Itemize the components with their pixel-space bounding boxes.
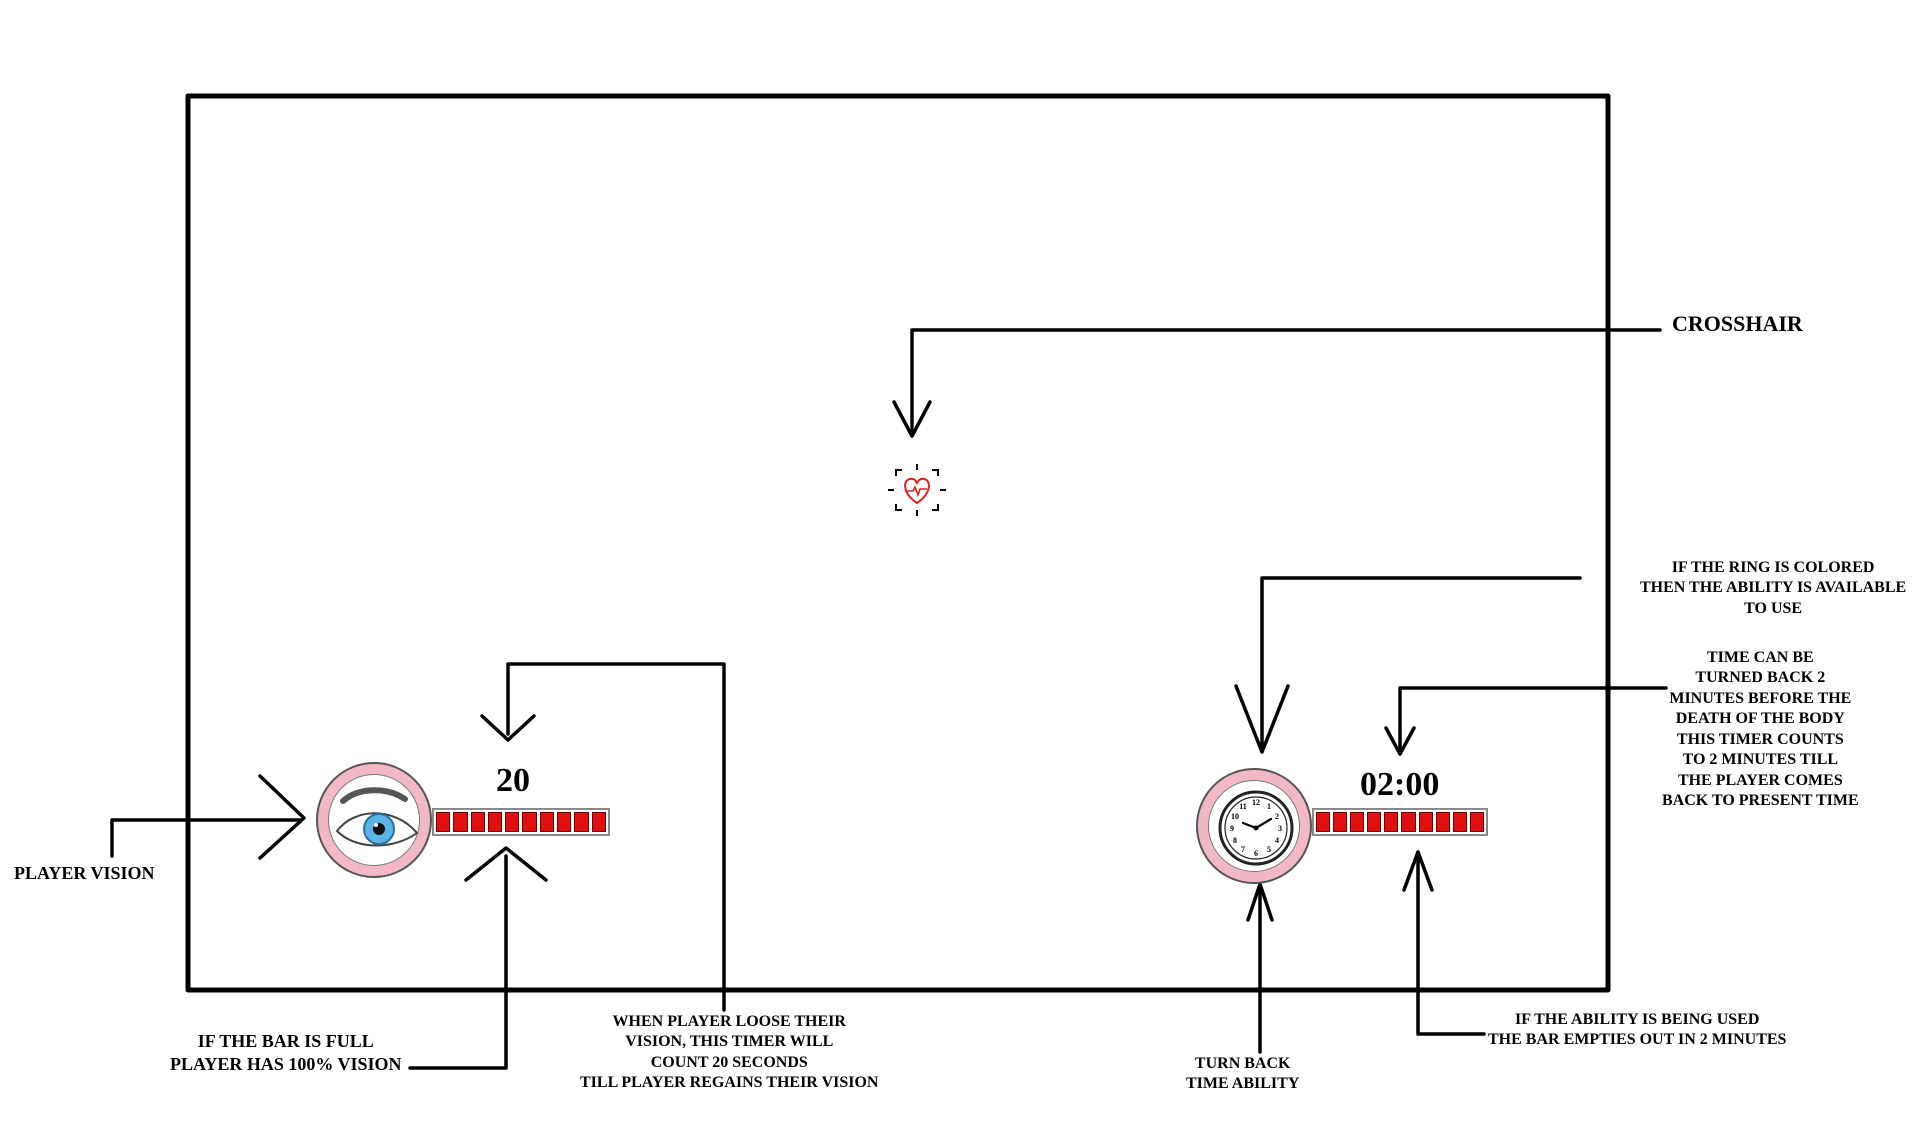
svg-text:9: 9 <box>1230 824 1234 833</box>
ability-used-label: IF THE ABILITY IS BEING USED THE BAR EMP… <box>1488 1011 1787 1049</box>
bar-segment <box>1435 812 1450 832</box>
svg-text:2: 2 <box>1275 812 1279 821</box>
bar-full-label: IF THE BAR IS FULL PLAYER HAS 100% VISIO… <box>170 1031 402 1075</box>
svg-text:1: 1 <box>1267 802 1271 811</box>
player-vision-label: PLAYER VISION <box>14 863 155 883</box>
bar-segment <box>522 812 537 832</box>
turn-back-arrowhead <box>1246 882 1274 922</box>
bar-segment <box>1350 812 1365 832</box>
turn-back-label: TURN BACK TIME ABILITY <box>1186 1055 1300 1093</box>
ability-used-arrowhead <box>1402 850 1434 892</box>
ring-colored-label: IF THE RING IS COLORED THEN THE ABILITY … <box>1640 559 1907 617</box>
bar-segment <box>1469 812 1484 832</box>
svg-text:5: 5 <box>1267 845 1271 854</box>
bar-segment <box>557 812 572 832</box>
player-vision-arrowhead <box>258 774 306 860</box>
vision-timer-leader <box>506 662 726 1012</box>
vision-bar <box>432 808 610 836</box>
time-back-arrowhead <box>1384 726 1416 756</box>
bar-segment <box>1401 812 1416 832</box>
bar-segment <box>505 812 520 832</box>
bar-segment <box>487 812 503 832</box>
svg-text:10: 10 <box>1231 812 1239 821</box>
svg-text:7: 7 <box>1241 845 1245 854</box>
ring-colored-arrowhead <box>1234 684 1290 754</box>
crosshair-label: CROSSHAIR <box>1672 311 1803 336</box>
time-back-leader <box>1398 686 1668 754</box>
svg-text:6: 6 <box>1254 849 1258 858</box>
ring-colored-leader <box>1260 576 1582 750</box>
bar-segment <box>539 812 555 832</box>
svg-text:4: 4 <box>1275 836 1279 845</box>
crosshair-arrowhead <box>892 400 932 438</box>
eye-icon <box>335 787 419 847</box>
bar-segment <box>1384 812 1399 832</box>
crosshair <box>888 462 946 518</box>
time-back-label: TIME CAN BE TURNED BACK 2 MINUTES BEFORE… <box>1662 649 1859 810</box>
vision-timer-arrowhead <box>480 714 536 742</box>
heart-crosshair-icon <box>888 464 946 516</box>
crosshair-leader <box>910 328 1662 434</box>
bar-full-leader <box>408 854 508 1070</box>
time-timer: 02:00 <box>1360 766 1440 803</box>
vision-ring <box>316 762 432 878</box>
svg-text:11: 11 <box>1239 802 1247 811</box>
time-bar <box>1312 808 1488 836</box>
player-vision-leader <box>110 818 302 858</box>
bar-segment <box>436 812 451 832</box>
bar-segment <box>1333 812 1348 832</box>
bar-full-arrowhead <box>464 846 548 882</box>
bar-segment <box>1418 812 1433 832</box>
bar-segment <box>1452 812 1467 832</box>
game-screen-frame <box>185 93 1611 993</box>
svg-text:3: 3 <box>1278 824 1282 833</box>
svg-text:12: 12 <box>1252 798 1260 807</box>
ability-used-leader <box>1416 850 1486 1036</box>
bar-segment <box>1316 812 1331 832</box>
bar-segment <box>453 812 468 832</box>
bar-segment <box>591 812 606 832</box>
vision-timer-label: WHEN PLAYER LOOSE THEIR VISION, THIS TIM… <box>580 1013 879 1092</box>
bar-segment <box>1367 812 1382 832</box>
bar-segment <box>574 812 589 832</box>
bar-segment <box>470 812 485 832</box>
vision-timer: 20 <box>496 762 530 799</box>
svg-text:8: 8 <box>1233 836 1237 845</box>
